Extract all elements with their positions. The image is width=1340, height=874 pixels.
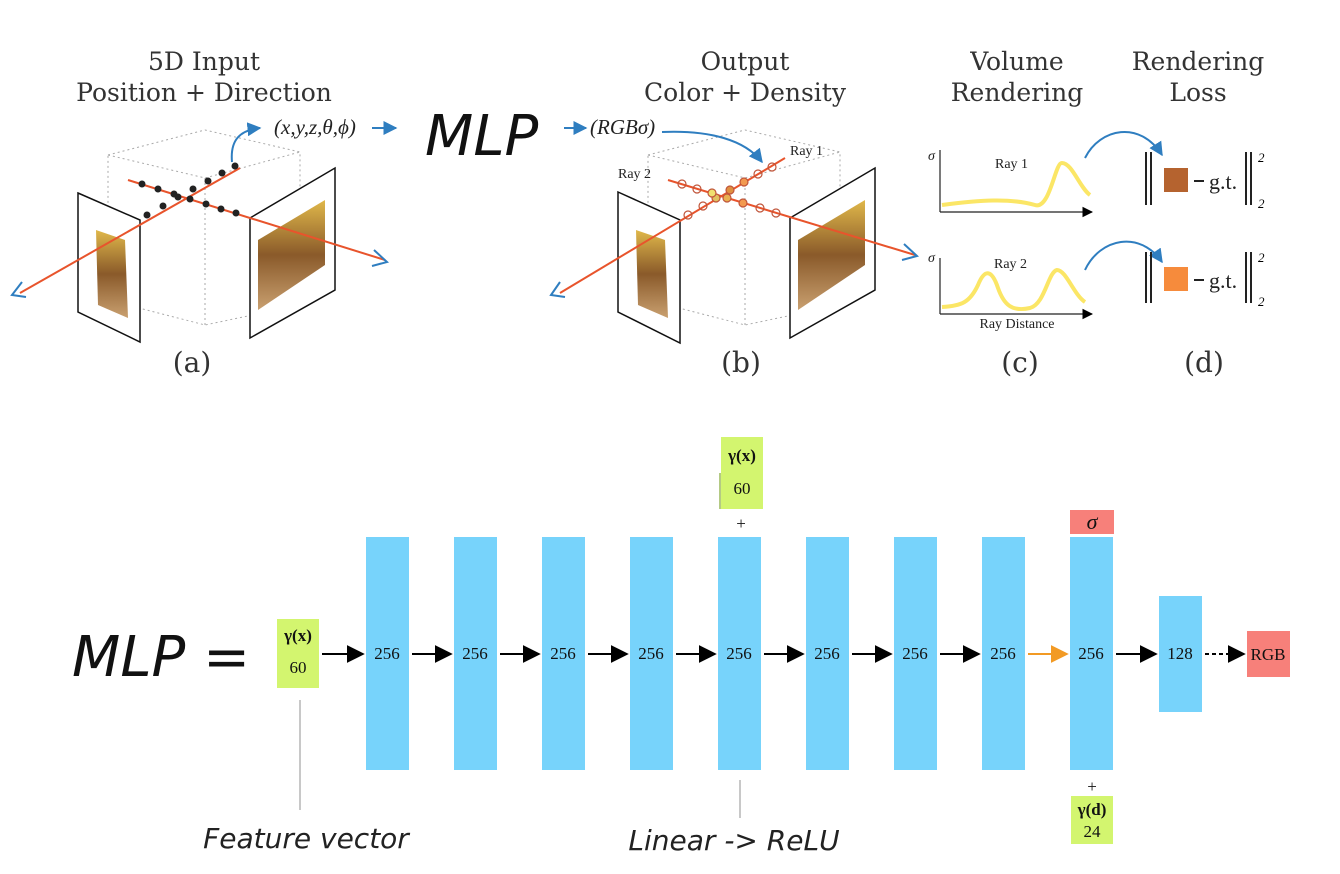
ray2-label-c: Ray 2	[994, 257, 1027, 272]
gt-label: g.t.	[1209, 268, 1237, 293]
layer-1: 256	[454, 537, 497, 770]
layer-5: 256	[806, 537, 849, 770]
panel-c-title-2: Rendering	[951, 78, 1084, 107]
caption-a: (a)	[173, 346, 212, 379]
camera-image-left-b	[617, 190, 681, 345]
panel-b: Output Color + Density (RGBσ) Ray 1 R	[549, 47, 920, 379]
dir-encoding-dim: 24	[1084, 822, 1102, 841]
curved-arrow	[1084, 130, 1163, 159]
camera-image-left-a	[77, 191, 141, 344]
mlp-label-top: MLP	[425, 104, 539, 169]
layer-width: 256	[1078, 644, 1104, 663]
ray1-label-b: Ray 1	[790, 144, 823, 159]
dir-encoding-label: γ(d)	[1077, 800, 1107, 819]
layer-0: 256	[366, 537, 409, 770]
skip-encoding-label: γ(x)	[727, 446, 756, 465]
camera-image-right-b	[789, 166, 876, 340]
linear-relu-annotation: Linear -> ReLU	[628, 824, 839, 857]
layer-6: 256	[894, 537, 937, 770]
exponent: 2	[1258, 250, 1265, 265]
curved-arrow	[661, 130, 763, 164]
panel-a-title-1: 5D Input	[148, 47, 260, 76]
ray-distance-label: Ray Distance	[979, 317, 1054, 332]
layer-width: 256	[638, 644, 664, 663]
caption-d: (d)	[1184, 346, 1224, 379]
sample-points-a	[138, 162, 240, 219]
panel-a: 5D Input Position + Direction	[10, 47, 398, 379]
panel-b-title-2: Color + Density	[644, 78, 847, 107]
skip-encoding-dim: 60	[734, 479, 751, 498]
panel-c: Volume Rendering σ Ray 1 σ Ray 2 Ray Dis…	[928, 47, 1163, 379]
curved-arrow	[230, 122, 262, 163]
camera-icon	[371, 249, 390, 267]
panel-d: Rendering Loss g.t. 2 2 g.t. 2 2 (d)	[1132, 47, 1265, 379]
ray1-label-c: Ray 1	[995, 157, 1028, 172]
layer-4: 256	[718, 537, 761, 770]
layer-width: 256	[814, 644, 840, 663]
loss-term-1: g.t. 2 2	[1145, 150, 1265, 211]
layer-width: 256	[550, 644, 576, 663]
camera-image-right-a	[249, 166, 336, 340]
sigma-label: σ	[928, 149, 936, 164]
mlp-equation-lhs: MLP =	[72, 625, 250, 690]
gt-label: g.t.	[1209, 169, 1237, 194]
camera-icon	[10, 281, 27, 298]
layer-width: 256	[902, 644, 928, 663]
loss-term-2: g.t. 2 2	[1145, 250, 1265, 309]
camera-icon	[549, 281, 566, 298]
layer-9: 128	[1159, 596, 1202, 712]
subscript: 2	[1258, 294, 1265, 309]
layer-3: 256	[630, 537, 673, 770]
sample-points-b	[677, 162, 781, 220]
panel-c-title-1: Volume	[969, 47, 1063, 76]
caption-b: (b)	[721, 346, 761, 379]
ray2-label-b: Ray 2	[618, 167, 651, 182]
sigma-output-box	[1070, 510, 1114, 534]
dir-encoding-box	[1071, 796, 1113, 844]
network-diagram: MLP = γ(x) 60 256 256 256 256 256 256 25…	[72, 437, 1290, 857]
skip-encoding-box	[721, 437, 763, 509]
layer-7: 256	[982, 537, 1025, 770]
panel-b-title-1: Output	[701, 47, 790, 76]
density-plot-ray1: σ Ray 1	[928, 149, 1094, 218]
layer-width: 128	[1167, 644, 1193, 663]
panel-a-title-2: Position + Direction	[76, 78, 332, 107]
predicted-color-swatch	[1164, 267, 1188, 291]
predicted-color-swatch	[1164, 168, 1188, 192]
panel-d-title-1: Rendering	[1132, 47, 1265, 76]
dir-plus: +	[1087, 777, 1097, 796]
subscript: 2	[1258, 196, 1265, 211]
rgb-output-label: RGB	[1251, 645, 1286, 664]
caption-c: (c)	[1001, 346, 1039, 379]
input-encoding-label: γ(x)	[283, 626, 312, 645]
sigma-output-label: σ	[1087, 509, 1099, 534]
layer-width: 256	[990, 644, 1016, 663]
skip-plus: +	[736, 514, 746, 533]
feature-vector-annotation: Feature vector	[203, 822, 410, 855]
input-encoding-box	[277, 619, 319, 688]
panel-d-title-2: Loss	[1169, 78, 1226, 107]
input-tuple-label: (x,y,z,θ,ϕ)	[274, 115, 356, 139]
layer-width: 256	[726, 644, 752, 663]
input-encoding-dim: 60	[290, 658, 307, 677]
exponent: 2	[1258, 150, 1265, 165]
density-plot-ray2: σ Ray 2 Ray Distance	[928, 251, 1094, 332]
curved-arrow	[1084, 240, 1163, 271]
ray-line	[19, 167, 241, 294]
sigma-label: σ	[928, 251, 936, 266]
layer-width: 256	[374, 644, 400, 663]
camera-icon	[901, 243, 920, 261]
output-tuple-label: (RGBσ)	[590, 115, 655, 139]
layer-2: 256	[542, 537, 585, 770]
rgb-output-box	[1247, 631, 1290, 677]
layer-8: 256	[1070, 537, 1113, 770]
layer-width: 256	[462, 644, 488, 663]
